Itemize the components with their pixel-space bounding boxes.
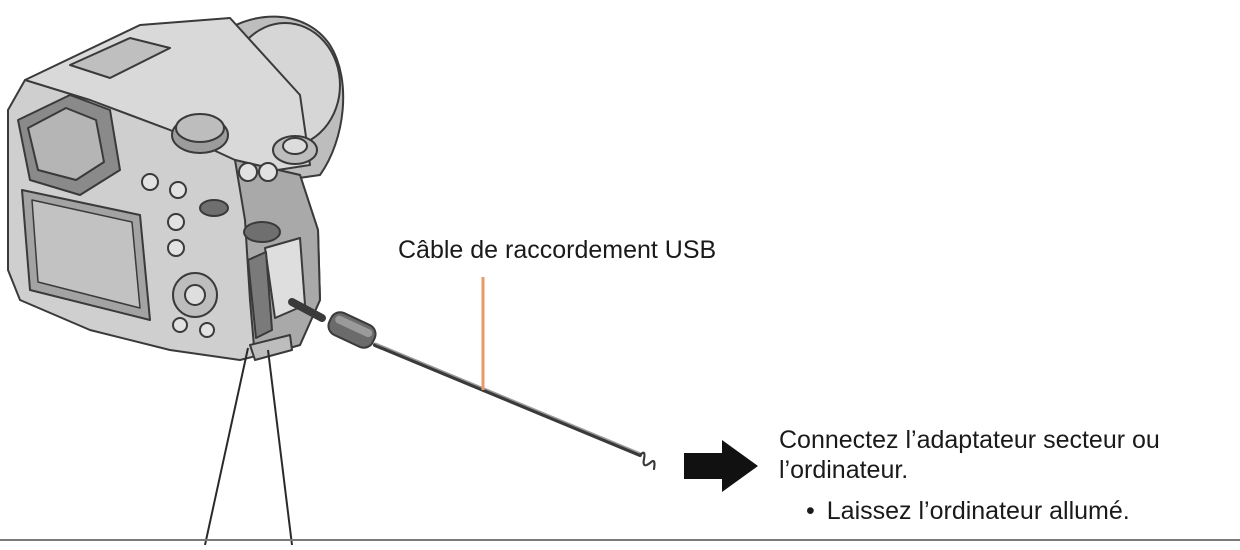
bullet-text: Laissez l’ordinateur allumé. xyxy=(826,497,1130,525)
eyecup xyxy=(27,107,105,181)
button-8 xyxy=(199,322,215,338)
mode-dial-top xyxy=(175,113,225,143)
control-wheel-center xyxy=(184,284,206,306)
ferrite-core xyxy=(327,311,377,349)
button-4 xyxy=(258,162,278,182)
shutter-button-top xyxy=(282,137,308,155)
button-7 xyxy=(172,317,188,333)
cable-break-squiggle xyxy=(638,451,656,471)
instruction-line-1: Connectez l’adaptateur secteur ou xyxy=(779,426,1160,454)
instruction-bullet: • Laissez l’ordinateur allumé. xyxy=(806,497,1130,526)
usb-plug xyxy=(288,298,326,322)
rear-dial xyxy=(199,199,229,217)
camera-illustration xyxy=(7,15,345,361)
terminal-recess xyxy=(247,251,273,339)
instruction-line-2: l’ordinateur. xyxy=(779,456,909,484)
button-1 xyxy=(141,173,159,191)
hot-shoe xyxy=(69,37,171,79)
usb-cable xyxy=(288,298,656,471)
button-3 xyxy=(238,162,258,182)
cable-line-highlight xyxy=(374,342,641,454)
right-arrow-icon xyxy=(684,440,758,492)
callout-line-left xyxy=(204,347,249,546)
callout-line-right xyxy=(267,349,293,546)
button-6 xyxy=(167,239,185,257)
bullet-symbol: • xyxy=(806,497,815,525)
cable-label: Câble de raccordement USB xyxy=(398,236,717,264)
camera-bottom xyxy=(249,334,293,361)
side-lever xyxy=(243,221,281,243)
button-5 xyxy=(167,213,185,231)
button-2 xyxy=(169,181,187,199)
cable-line xyxy=(373,343,642,457)
lcd-glass xyxy=(31,199,141,309)
